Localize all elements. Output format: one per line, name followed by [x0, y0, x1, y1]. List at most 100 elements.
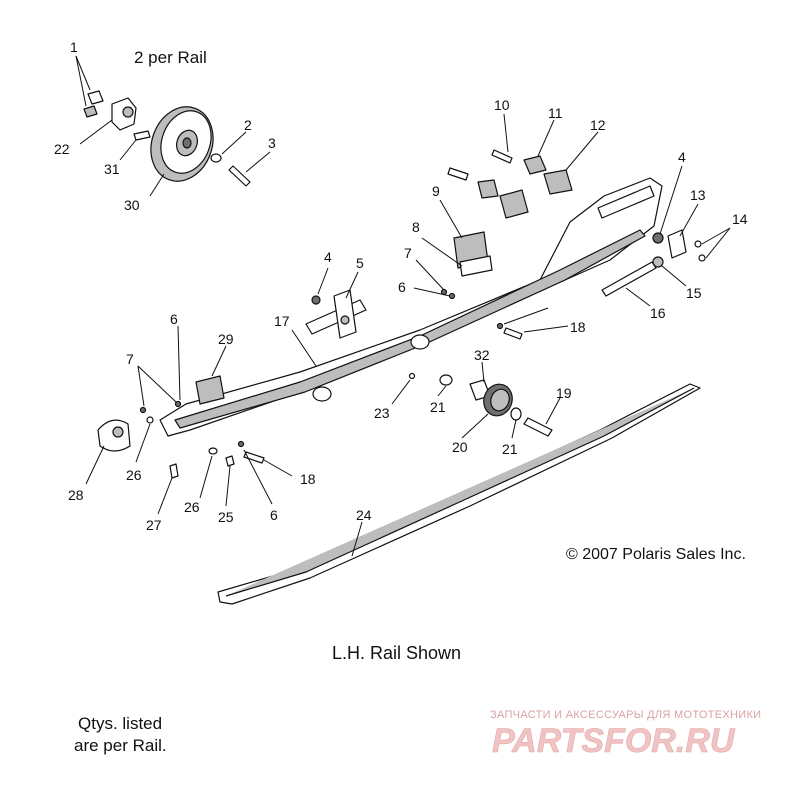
rail-brackets: [311, 229, 706, 339]
callout-numbers: 1 2 3 22 31 30 10 11 12 9 8 7 6 4 13 14 …: [54, 39, 748, 533]
callout-2: 2: [244, 117, 252, 133]
part-washer-2: [210, 153, 222, 163]
leader-9: [439, 199, 463, 239]
leader-13: [679, 203, 699, 237]
leader-15: [661, 265, 687, 287]
callout-5: 5: [356, 255, 364, 271]
callout-4b: 4: [678, 149, 686, 165]
leader-26b: [199, 455, 213, 499]
copyright-notice: © 2007 Polaris Sales Inc.: [566, 546, 746, 563]
leader-26a: [135, 423, 151, 463]
leader-21a: [437, 385, 447, 397]
per-rail-note: 2 per Rail: [134, 48, 207, 67]
callout-23: 23: [374, 405, 390, 421]
part-nut-1: [87, 90, 104, 105]
leader-23: [391, 379, 411, 405]
idler-wheel-assembly: [83, 90, 251, 187]
rail-frame-17: [159, 177, 663, 437]
leader-2: [221, 131, 247, 155]
leader-16: [625, 287, 651, 307]
callout-16: 16: [650, 305, 666, 321]
callout-31: 31: [104, 161, 120, 177]
part-bracket-13: [667, 229, 687, 259]
part-bolt-27: [169, 463, 179, 479]
part-wear-strip-groove: [225, 387, 695, 597]
callout-12: 12: [590, 117, 606, 133]
part-wheel-20-hub: [490, 388, 510, 412]
callout-19: 19: [556, 385, 572, 401]
leader-5: [345, 271, 359, 299]
leader-17: [291, 329, 317, 367]
leader-21b: [511, 419, 517, 439]
part-spacer-15: [652, 256, 664, 268]
leader-1b: [75, 55, 87, 107]
part-washer-14b: [698, 254, 706, 262]
callout-18a: 18: [300, 471, 316, 487]
part-nut-6a: [174, 400, 182, 408]
leader-6c: [413, 287, 451, 297]
part-slider-8: [459, 255, 493, 277]
leader-7a2: [137, 365, 177, 403]
callout-6a: 6: [170, 311, 178, 327]
leader-29: [211, 345, 227, 377]
callout-30: 30: [124, 197, 140, 213]
part-pivot-left: [410, 334, 430, 350]
callout-26b: 26: [184, 499, 200, 515]
leader-6a: [177, 325, 181, 401]
leader-25: [225, 465, 231, 507]
leader-3: [245, 151, 271, 173]
part-washer-21b: [510, 407, 522, 421]
leader-10: [503, 113, 509, 153]
small-wheel-assembly: [408, 372, 553, 437]
part-nut-22: [83, 105, 98, 118]
part-bolt-19: [523, 417, 553, 437]
front-hardware: [97, 288, 523, 479]
leader-6d: [503, 307, 549, 325]
callout-25: 25: [218, 509, 234, 525]
callout-17: 17: [274, 313, 290, 329]
part-washer-14a: [694, 240, 702, 248]
part-washer-26a: [146, 416, 154, 424]
rail-shown-caption: L.H. Rail Shown: [332, 643, 461, 663]
leader-6b: [243, 449, 273, 505]
part-bolt-18b: [503, 327, 523, 340]
part-rail-rear-plate: [597, 185, 655, 219]
part-block-12: [543, 169, 573, 195]
leader-22: [79, 119, 113, 145]
part-nut-4-rear: [652, 232, 664, 244]
callout-9: 9: [432, 183, 440, 199]
leader-31: [119, 139, 137, 161]
watermark-brand: PARTSFOR.RU: [492, 722, 736, 760]
part-idler-bore: [182, 137, 192, 149]
leader-14a: [701, 227, 731, 245]
part-washer-21a: [439, 374, 453, 386]
part-bolt-10: [491, 149, 513, 164]
upper-hardware: [447, 149, 573, 277]
part-shaft-16: [601, 261, 657, 297]
callout-20: 20: [452, 439, 468, 455]
callout-18b: 18: [570, 319, 586, 335]
callout-7a: 7: [126, 351, 134, 367]
leader-14b: [705, 227, 731, 259]
callout-32: 32: [474, 347, 490, 363]
leader-11: [537, 119, 555, 157]
part-bracket-5: [333, 289, 357, 339]
leader-4a: [317, 267, 329, 295]
part-bolt-upper: [447, 167, 469, 181]
watermark: ЗАПЧАСТИ И АКСЕССУАРЫ ДЛЯ МОТОТЕХНИКИ PA…: [490, 709, 761, 760]
callout-4a: 4: [324, 249, 332, 265]
part-nut-4-front: [311, 295, 321, 305]
callout-29: 29: [218, 331, 234, 347]
callout-27: 27: [146, 517, 162, 533]
part-bumper-28-hole: [112, 426, 124, 438]
part-spacer-31: [133, 130, 151, 141]
part-nut-6b: [237, 440, 245, 448]
part-rail-channel: [174, 229, 646, 429]
part-bracket-5-hole: [340, 315, 350, 325]
callout-21b: 21: [502, 441, 518, 457]
leader-32: [481, 361, 485, 383]
callout-14: 14: [732, 211, 748, 227]
callout-6c: 6: [398, 279, 406, 295]
